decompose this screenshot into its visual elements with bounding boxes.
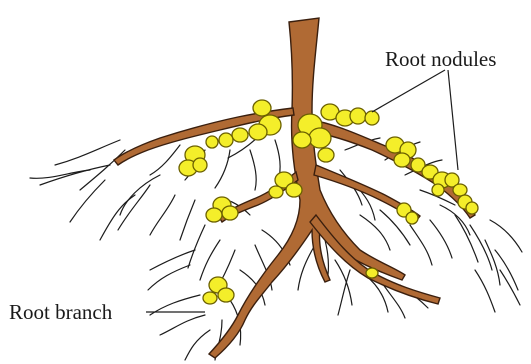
nodule: [249, 124, 267, 140]
leader-line-nodules-1: [372, 70, 445, 112]
nodule: [193, 158, 207, 172]
taproot: [209, 18, 405, 358]
nodule: [203, 292, 217, 304]
nodule: [232, 128, 248, 142]
nodule: [269, 186, 283, 198]
nodule: [219, 133, 233, 147]
nodule: [222, 206, 238, 220]
root-branch-label: Root branch: [9, 302, 112, 323]
nodule: [318, 148, 334, 162]
root-nodules-label: Root nodules: [385, 49, 496, 70]
nodule: [406, 212, 418, 224]
nodule: [350, 108, 366, 124]
nodule: [218, 288, 234, 302]
nodule: [253, 100, 271, 116]
nodule: [432, 184, 444, 196]
nodule: [394, 153, 410, 167]
nodule: [206, 136, 218, 148]
leader-line-nodules-2: [448, 70, 458, 170]
nodule: [365, 111, 379, 125]
nodule: [466, 202, 478, 214]
nodule: [366, 268, 378, 278]
nodule: [453, 184, 467, 196]
fine-rootlets: [30, 135, 522, 360]
nodule: [206, 208, 222, 222]
nodule: [309, 128, 331, 148]
nodule: [293, 132, 311, 148]
nodule: [286, 183, 302, 197]
